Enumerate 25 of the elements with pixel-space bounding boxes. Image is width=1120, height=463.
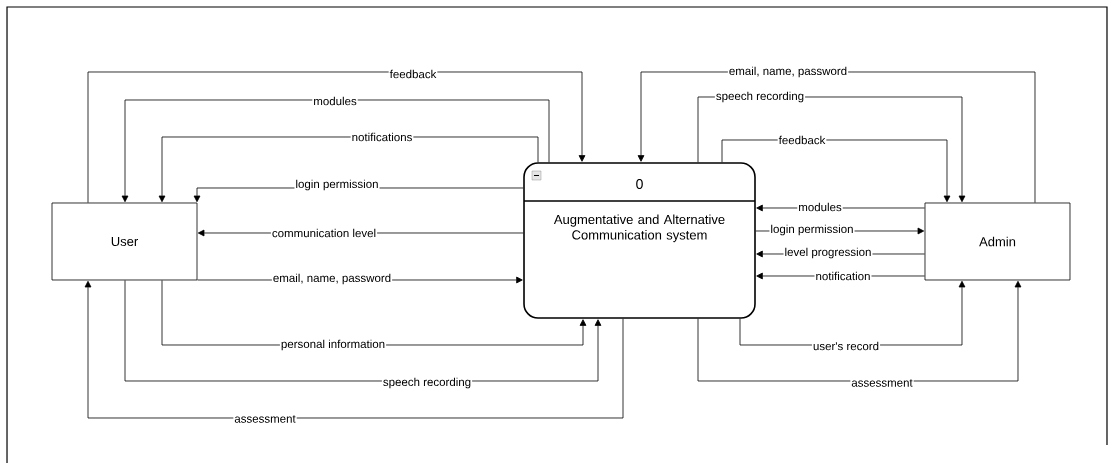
edge-label: feedback [388,68,438,80]
process-label: Augmentative and Alternative Communication system [553,214,725,243]
edge-label: notification [814,270,872,282]
arrow [84,280,624,419]
edge-label: email, name, password [727,65,849,79]
edge-label: login permission [294,178,380,192]
edge-label: assessment [233,414,297,424]
arrow [87,71,586,203]
edge-label: assessment [850,378,914,388]
edge-label: personal information [279,338,387,352]
edge-label: modules [797,201,843,213]
edge-label: speech recording [381,376,473,390]
edge-label: email, name, password [271,272,393,286]
edge-label: feedback [777,134,827,146]
entity-box: Admin [924,202,1071,281]
edge-label: notifications [350,131,414,143]
edge-label: communication level [270,227,378,239]
edge-label: login permission [769,223,855,237]
edge-label: modules [312,95,358,107]
arrow [121,99,550,203]
edge-label: user's record [811,340,881,352]
edge-label: speech recording [714,90,806,104]
edge-label: level progression [783,246,873,260]
entity-box: User [51,202,198,281]
process-number: 0 [636,179,643,189]
